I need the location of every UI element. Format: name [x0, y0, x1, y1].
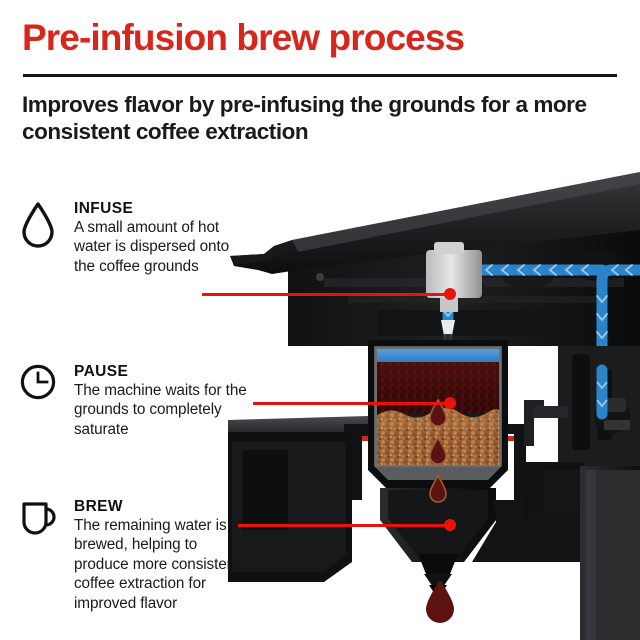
step-pause-body: PAUSE The machine waits for the grounds …	[74, 363, 249, 439]
title-divider	[23, 74, 617, 77]
callout-dot-infuse	[444, 288, 456, 300]
step-infuse-body: INFUSE A small amount of hot water is di…	[74, 200, 249, 276]
machine-left-body	[228, 438, 352, 582]
step-pause-title: PAUSE	[74, 363, 129, 380]
coffee-drops-in-spout	[429, 398, 447, 503]
coffee-machine-cutaway-illustration	[228, 170, 640, 640]
callout-dot-brew	[444, 519, 456, 531]
step-brew-body: BREW The remaining water is brewed, help…	[74, 498, 249, 613]
step-infuse-description: A small amount of hot water is dispersed…	[74, 219, 230, 275]
step-brew-title: BREW	[74, 498, 123, 515]
falling-coffee-drop	[426, 580, 454, 623]
page-subtitle: Improves flavor by pre-infusing the grou…	[22, 92, 587, 144]
machine-right-panel	[580, 466, 640, 640]
callout-line-brew	[238, 524, 450, 527]
callout-dot-pause	[444, 397, 456, 409]
step-infuse-title: INFUSE	[74, 200, 134, 217]
water-tube-right-chevrons	[596, 381, 608, 408]
callout-line-pause	[253, 402, 450, 405]
callout-line-infuse	[202, 293, 450, 296]
step-pause-description: The machine waits for the grounds to com…	[74, 382, 247, 438]
filter-drawer-shelf	[228, 416, 378, 438]
machine-right-components	[524, 346, 640, 466]
coffee-mug-icon	[16, 498, 70, 548]
machine-top-housing	[230, 172, 640, 274]
water-inlet-nozzle	[426, 242, 482, 353]
clock-icon	[16, 363, 70, 413]
water-drop-icon	[16, 200, 70, 250]
page-title: Pre-infusion brew process	[22, 17, 465, 58]
step-brew-description: The remaining water is brewed, helping t…	[74, 517, 240, 612]
